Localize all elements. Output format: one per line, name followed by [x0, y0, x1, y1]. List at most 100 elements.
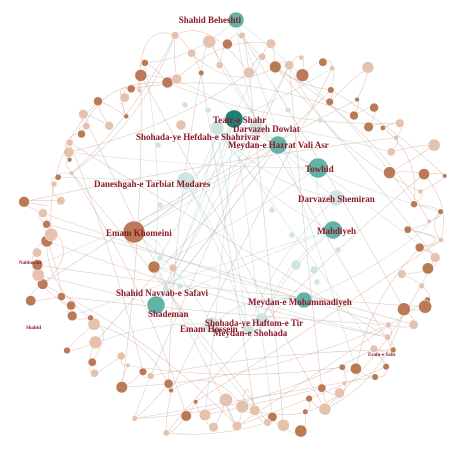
graph-node: [354, 96, 360, 103]
graph-node: [88, 335, 103, 350]
graph-node: [170, 31, 180, 40]
graph-node: [334, 387, 345, 399]
graph-edge: [71, 35, 176, 174]
graph-node: [349, 110, 359, 121]
graph-node: [393, 134, 399, 141]
graph-edge: [155, 229, 334, 306]
graph-node: [384, 333, 391, 341]
graph-node: [162, 429, 170, 437]
graph-edge: [46, 224, 414, 325]
graph-edge: [150, 65, 290, 377]
graph-node: [288, 231, 296, 239]
graph-edge: [37, 264, 426, 307]
node-mahdiyeh: [323, 220, 343, 240]
graph-node: [258, 52, 267, 61]
graph-edge: [216, 127, 249, 331]
node-towhid: [307, 157, 329, 179]
node-meydan-mohammadiyeh: [295, 291, 313, 309]
graph-node: [115, 381, 128, 394]
graph-node: [63, 346, 71, 355]
graph-edge: [68, 72, 250, 153]
graph-node: [317, 383, 327, 393]
graph-node: [171, 73, 182, 85]
graph-node: [318, 402, 332, 416]
graph-edge: [83, 114, 238, 427]
graph-node: [418, 299, 432, 314]
node-shademan: [146, 295, 166, 315]
graph-node: [42, 220, 51, 229]
label-darvazeh-shemiran: Darvazeh Shemiran: [298, 194, 375, 204]
graph-node: [325, 97, 334, 106]
graph-edge: [127, 365, 343, 375]
graph-node: [390, 346, 397, 354]
label-shahid-navvab: Shahid Navvab-e Safavi: [116, 288, 209, 298]
node-mini-4: [309, 265, 319, 275]
graph-edge: [275, 66, 430, 222]
graph-node: [313, 278, 321, 286]
graph-node: [31, 259, 44, 271]
graph-node: [198, 69, 205, 77]
graph-node: [168, 387, 174, 394]
graph-node: [38, 208, 48, 218]
graph-node: [82, 122, 91, 131]
label-darvazeh-dowlat: Darvazeh Dowlat: [233, 124, 300, 134]
graph-edge: [46, 241, 91, 319]
graph-node: [341, 380, 348, 387]
node-emam-hossein: [203, 316, 221, 334]
graph-edge: [382, 127, 416, 205]
graph-node: [69, 170, 75, 176]
graph-edge: [95, 89, 332, 343]
graph-edge: [288, 65, 323, 389]
station-labels: Shahid Beheshti Teatr-e Shahr Darvazeh D…: [19, 15, 396, 358]
graph-edge: [167, 82, 400, 124]
graph-edge: [155, 127, 218, 306]
graph-edge: [209, 41, 394, 351]
graph-node: [267, 411, 278, 422]
graph-edge: [133, 231, 213, 326]
graph-node: [437, 208, 444, 215]
label-shohada-hefdah: Shohada-ye Hefdah-e Shahrivar: [136, 132, 260, 142]
label-emam-khomeini: Emam Khomeini: [106, 228, 172, 238]
graph-edge: [153, 266, 388, 338]
graph-node: [123, 113, 129, 120]
graph-node: [408, 319, 419, 330]
graph-edge: [233, 68, 333, 120]
node-shohada-hefdah: [209, 120, 225, 136]
graph-node: [334, 246, 342, 254]
graph-edge: [38, 274, 157, 306]
graph-node: [87, 357, 97, 367]
graph-node: [386, 147, 396, 157]
graph-node: [238, 31, 246, 40]
node-emam-khomeini: [122, 220, 146, 244]
label-towhid: Towhid: [305, 164, 334, 174]
graph-edge: [168, 72, 202, 384]
graph-edge: [72, 229, 334, 317]
label-meydan-vali-asr: Meydan-e Hazrat Vali Asr: [228, 140, 329, 150]
graph-edge: [216, 127, 337, 199]
label-emam-hossein: Emam Hossein: [180, 324, 238, 334]
node-shahid-beheshti: [227, 11, 245, 29]
graph-edge: [153, 266, 256, 411]
graph-node: [31, 268, 45, 282]
graph-node: [269, 60, 282, 74]
graph-edge: [185, 180, 249, 331]
graph-node: [383, 166, 396, 179]
graph-node: [295, 68, 310, 82]
graph-node: [427, 138, 441, 152]
graph-node: [397, 302, 411, 316]
graph-edge: [94, 355, 122, 374]
graph-edge: [155, 118, 235, 306]
graph-node: [156, 201, 164, 209]
graph-edge: [61, 296, 389, 326]
graph-node: [78, 109, 89, 120]
graph-node: [418, 282, 425, 290]
graph-edge: [248, 72, 284, 426]
graph-node: [302, 408, 309, 415]
graph-node: [63, 146, 75, 158]
graph-node: [66, 300, 76, 311]
graph-edge: [155, 65, 290, 306]
graph-edge: [71, 35, 176, 174]
graph-edge: [46, 240, 388, 338]
graph-node: [410, 200, 418, 208]
graph-edge: [423, 173, 444, 240]
